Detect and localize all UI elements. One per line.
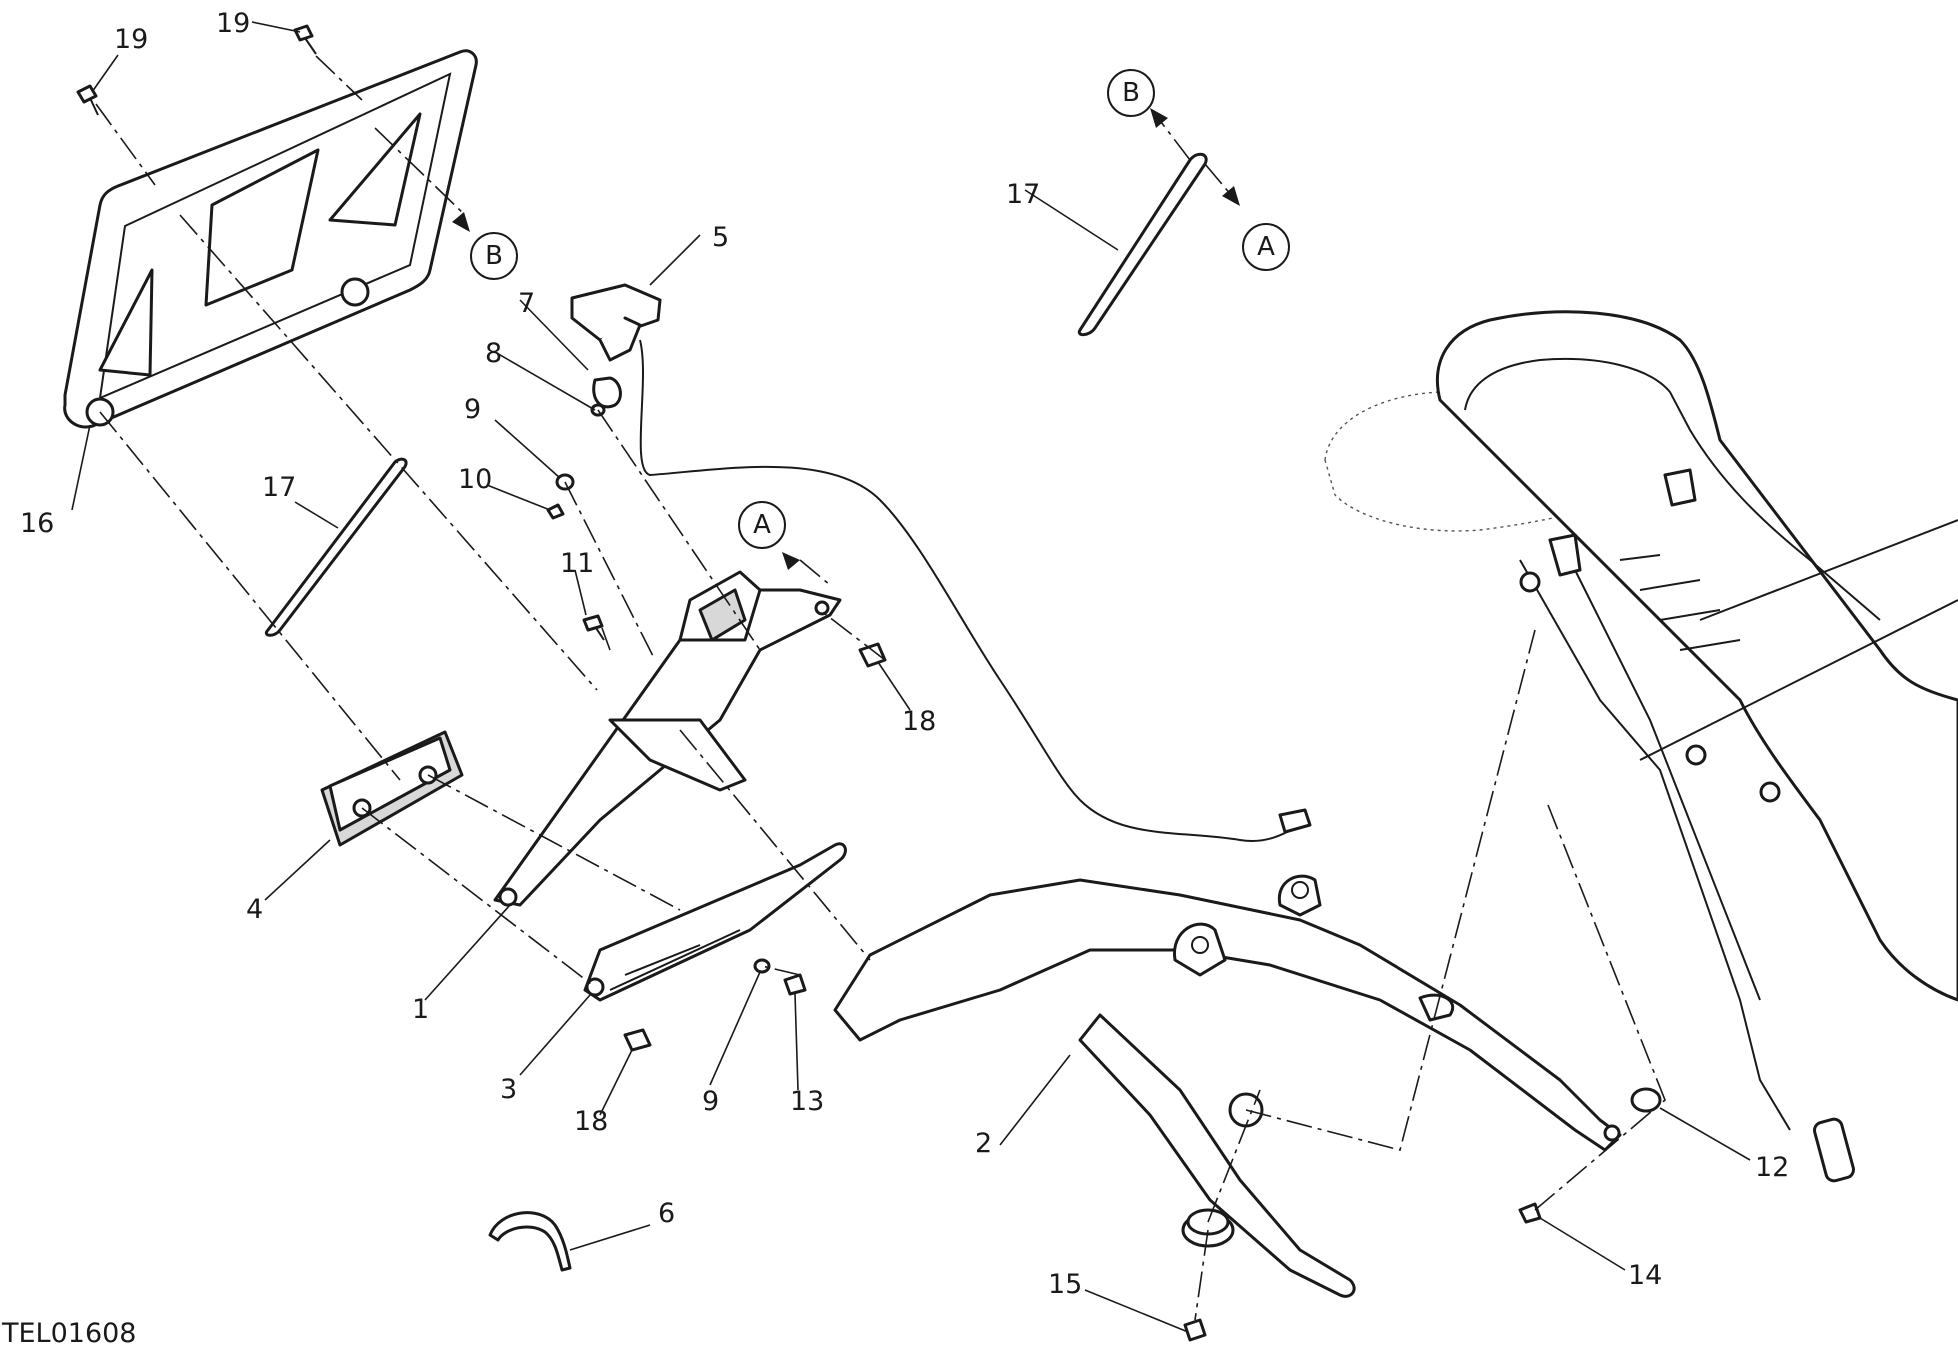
ref-label-a-top: A <box>1257 232 1275 262</box>
ref-label-b-plate: B <box>485 241 503 271</box>
callout-5: 5 <box>712 222 729 253</box>
reflector <box>320 730 464 847</box>
callout-2: 2 <box>975 1128 992 1159</box>
fasteners <box>76 24 1662 1342</box>
callout-17-top: 17 <box>1006 179 1040 210</box>
light-unit-with-cable <box>570 283 1312 842</box>
rear-frame-and-seat <box>1324 310 1958 1183</box>
reference-arrows <box>452 108 1240 586</box>
callout-1: 1 <box>412 994 429 1025</box>
ref-circle-b-top <box>1107 69 1155 117</box>
callout-8: 8 <box>485 338 502 369</box>
cable-guide-17-top <box>1077 152 1208 337</box>
ref-circle-a-top <box>1242 223 1290 271</box>
ref-label-b-top: B <box>1122 78 1140 108</box>
callout-10: 10 <box>458 464 492 495</box>
callout-19-left: 19 <box>114 24 148 55</box>
callout-17-left: 17 <box>262 472 296 503</box>
callout-3: 3 <box>500 1074 517 1105</box>
lower-bracket <box>583 842 847 1002</box>
callout-4: 4 <box>246 894 263 925</box>
callout-6: 6 <box>658 1198 675 1229</box>
assembly-lines <box>95 55 1666 1321</box>
callout-9-upper: 9 <box>464 394 481 425</box>
callout-13: 13 <box>790 1086 824 1117</box>
callout-12: 12 <box>1755 1152 1789 1183</box>
callout-15: 15 <box>1048 1269 1082 1300</box>
callout-14: 14 <box>1628 1260 1662 1291</box>
drawing-code: TEL01608 <box>2 1318 137 1349</box>
ref-circle-b-plate <box>470 232 518 280</box>
reference-markers: B A B A <box>470 69 1290 549</box>
callout-18-right: 18 <box>902 706 936 737</box>
ref-label-a-bracket: A <box>753 510 771 540</box>
leader-lines <box>71 21 1751 1333</box>
callout-labels: 1 2 3 4 5 6 7 8 9 9 10 11 12 13 14 15 16… <box>20 8 1789 1300</box>
license-plate-holder <box>63 49 478 429</box>
mounting-frame <box>833 874 1622 1298</box>
plate-bracket <box>493 570 842 907</box>
callout-18-lower: 18 <box>574 1106 608 1137</box>
callout-19-top: 19 <box>216 8 250 39</box>
ref-circle-a-bracket <box>738 501 786 549</box>
callout-9-lower: 9 <box>702 1086 719 1117</box>
callout-11: 11 <box>560 548 594 579</box>
callout-7: 7 <box>518 288 535 319</box>
grommet <box>1181 1208 1235 1248</box>
callout-16: 16 <box>20 508 54 539</box>
cable-guide-17-left <box>265 457 408 637</box>
